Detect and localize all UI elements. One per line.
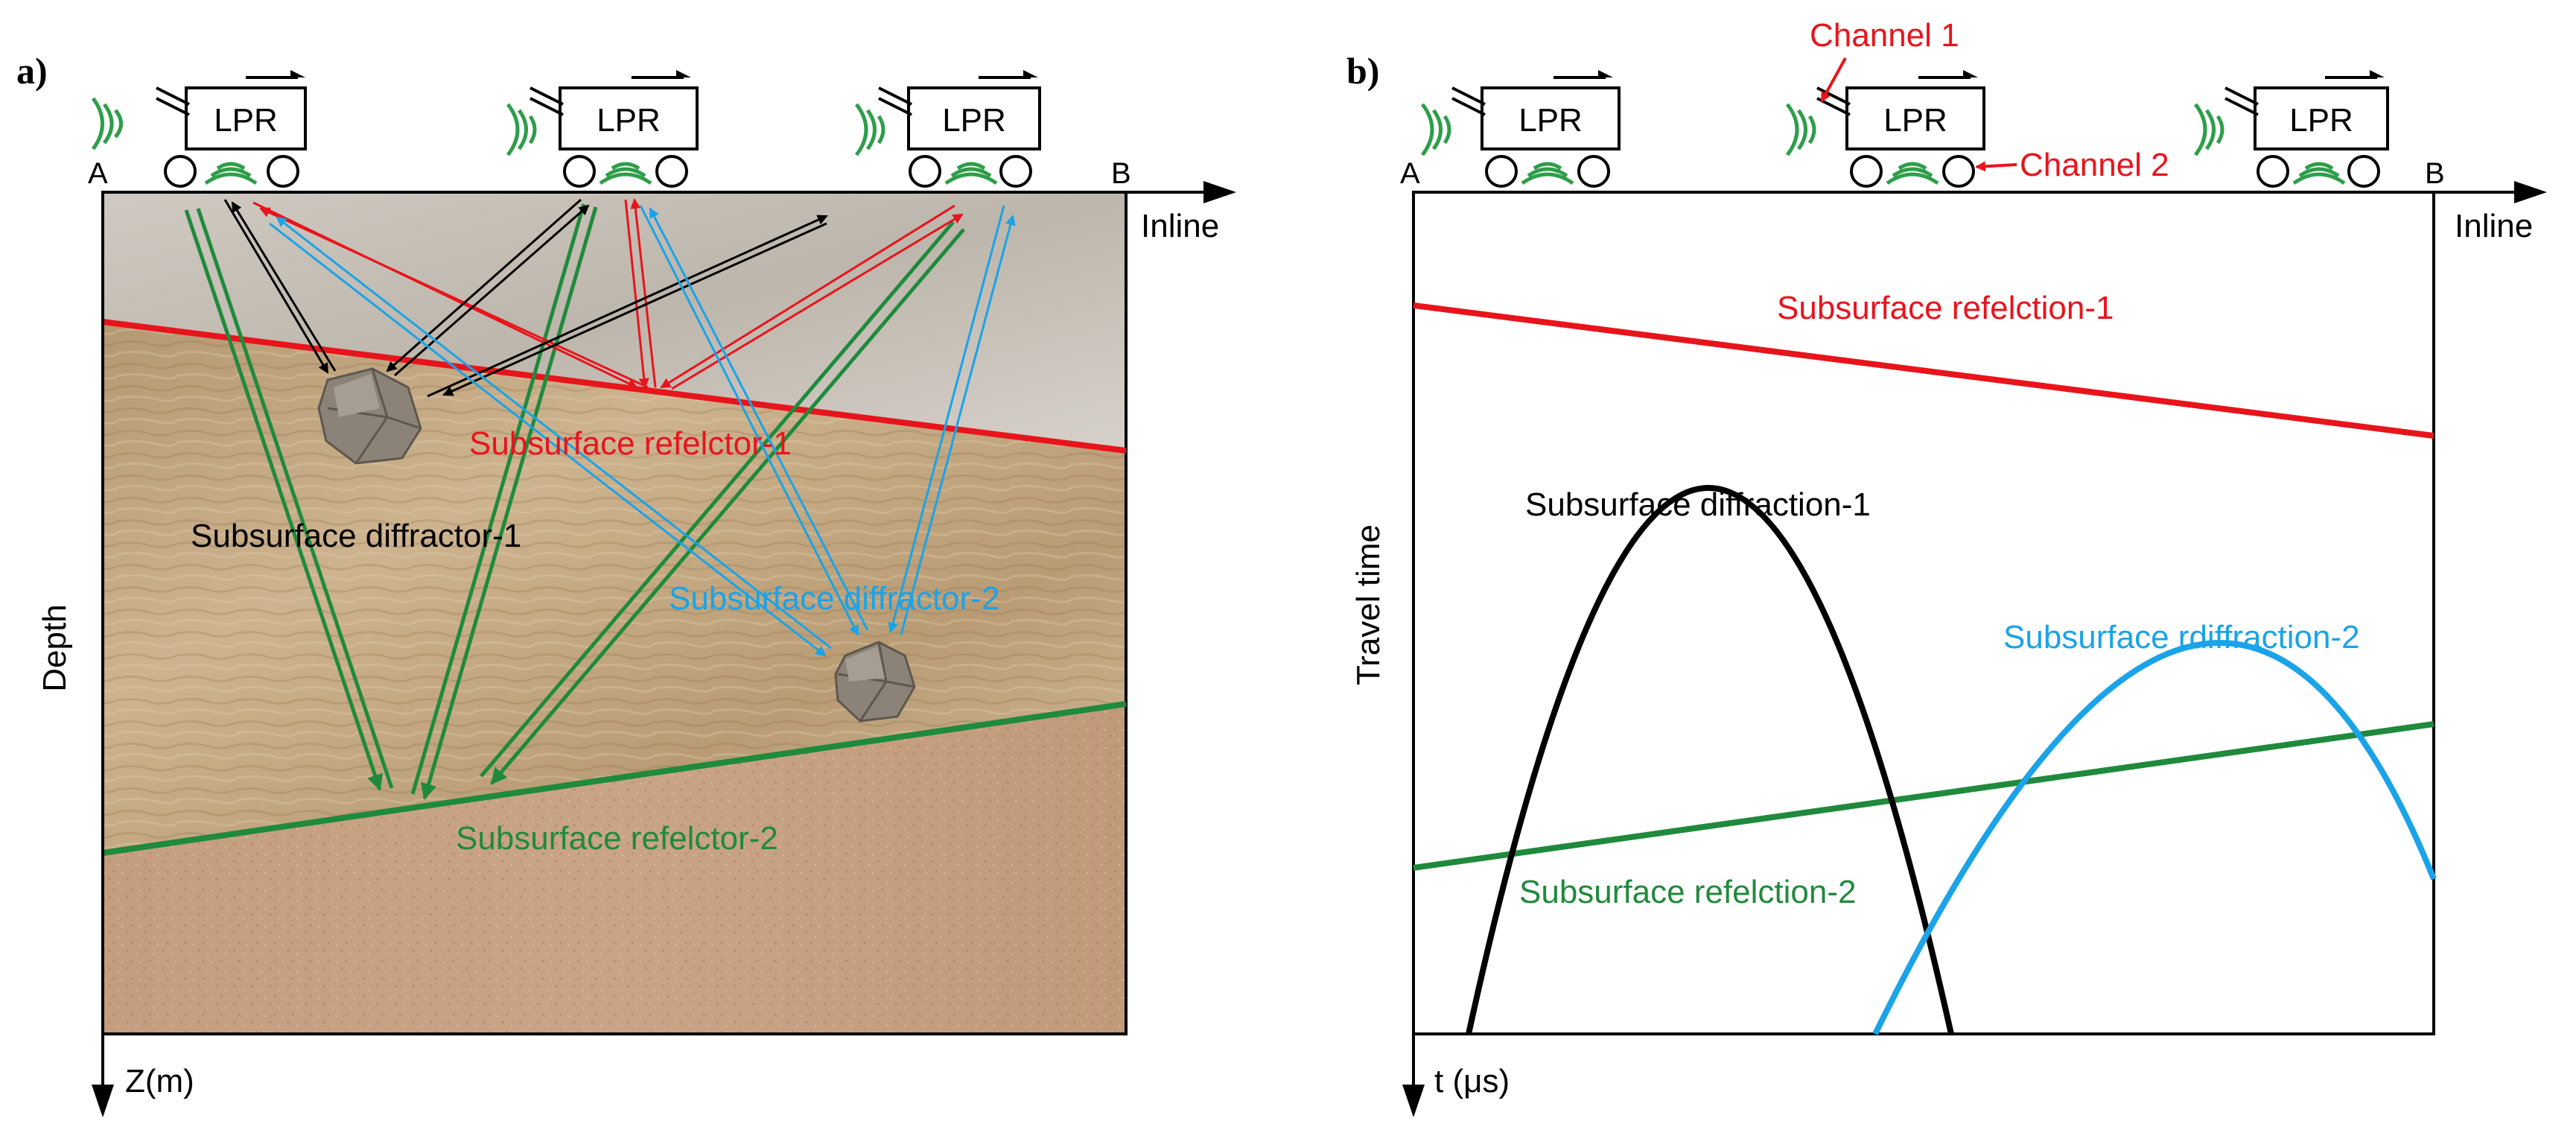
- reflection-1-line: [1413, 302, 2435, 439]
- panel-a-letter: a): [16, 50, 48, 92]
- channel-1-pointer: [1820, 57, 1847, 103]
- signal-waves-icon: [2193, 103, 2224, 156]
- panel-b: b) A B Inline Travel time t (μs) LPR: [1346, 17, 2547, 1117]
- reflector-1-label: Subsurface refelctor-1: [469, 425, 792, 462]
- diffraction-1-label: Subsurface diffraction-1: [1525, 486, 1871, 523]
- point-b-label: B: [2425, 157, 2445, 190]
- lpr-label: LPR: [1883, 102, 1947, 139]
- reflection-1-label: Subsurface refelction-1: [1777, 290, 2114, 326]
- panel-b-letter: b): [1346, 50, 1379, 92]
- z-axis-label: Z(m): [125, 1063, 194, 1099]
- ground-waves-icon: [944, 162, 998, 185]
- travel-time-label: Travel time: [1350, 524, 1387, 685]
- lpr-device-2: LPR: [1785, 70, 1985, 188]
- lpr-device-3: LPR: [2193, 70, 2389, 188]
- signal-waves-icon: [1785, 103, 1816, 156]
- inline-axis-arrow: [1203, 181, 1236, 203]
- ground-waves-icon: [204, 162, 258, 185]
- ground-waves-icon: [2292, 162, 2346, 185]
- signal-waves-icon: [854, 103, 885, 156]
- signal-waves-icon: [506, 103, 537, 156]
- lpr-label: LPR: [1518, 102, 1583, 139]
- reflection-2-label: Subsurface refelction-2: [1519, 874, 1856, 910]
- lpr-device-1: LPR: [91, 70, 307, 188]
- inline-label: Inline: [2455, 208, 2533, 244]
- reflector-2-line: [102, 701, 1127, 856]
- point-b-label: B: [1111, 157, 1131, 190]
- point-a-label: A: [88, 157, 108, 190]
- time-section-frame: [1412, 191, 2435, 1035]
- panel-a: a) A B Inline D: [16, 50, 1236, 1117]
- channel-2-pointer: [1975, 161, 2017, 172]
- red-reflection-rays: [252, 198, 964, 390]
- signal-waves-icon: [1420, 103, 1451, 156]
- inline-axis-arrow: [2514, 181, 2547, 203]
- blue-diffraction-rays: [269, 205, 1016, 657]
- diffractor-1-label: Subsurface diffractor-1: [191, 518, 521, 554]
- reflector-2-label: Subsurface refelctor-2: [456, 820, 778, 857]
- diffraction-1-curve: [1466, 485, 1954, 1035]
- diffraction-2-curve: [1872, 639, 2437, 1035]
- lpr-label: LPR: [942, 102, 1006, 139]
- lpr-label: LPR: [597, 102, 661, 139]
- diffraction-2-label: Subsurface rdiffraction-2: [2003, 619, 2360, 656]
- reflection-2-line: [1413, 721, 2435, 871]
- point-a-label: A: [1400, 157, 1420, 190]
- green-reflection-rays: [184, 203, 965, 800]
- diffractor-2-label: Subsurface diffractor-2: [669, 580, 999, 617]
- lpr-device-1: LPR: [1420, 70, 1621, 188]
- lpr-label: LPR: [214, 102, 278, 139]
- black-diffraction-rays: [223, 198, 828, 398]
- diffractor-2-rock: [834, 641, 916, 723]
- inline-label: Inline: [1141, 208, 1219, 244]
- t-axis-label: t (μs): [1434, 1063, 1510, 1099]
- lpr-device-3: LPR: [854, 70, 1041, 188]
- ground-waves-icon: [599, 162, 652, 185]
- lpr-label: LPR: [2289, 102, 2353, 139]
- depth-axis-arrow: [92, 1085, 114, 1117]
- channel-2-label: Channel 2: [2020, 147, 2169, 183]
- diffractor-1-rock: [317, 367, 422, 465]
- depth-label: Depth: [36, 604, 73, 691]
- channel-1-label: Channel 1: [1810, 17, 1959, 54]
- time-axis-arrow: [1402, 1085, 1425, 1117]
- signal-waves-icon: [91, 97, 123, 150]
- ground-waves-icon: [1521, 162, 1574, 185]
- lpr-device-2: LPR: [506, 70, 699, 188]
- ground-waves-icon: [1886, 162, 1939, 185]
